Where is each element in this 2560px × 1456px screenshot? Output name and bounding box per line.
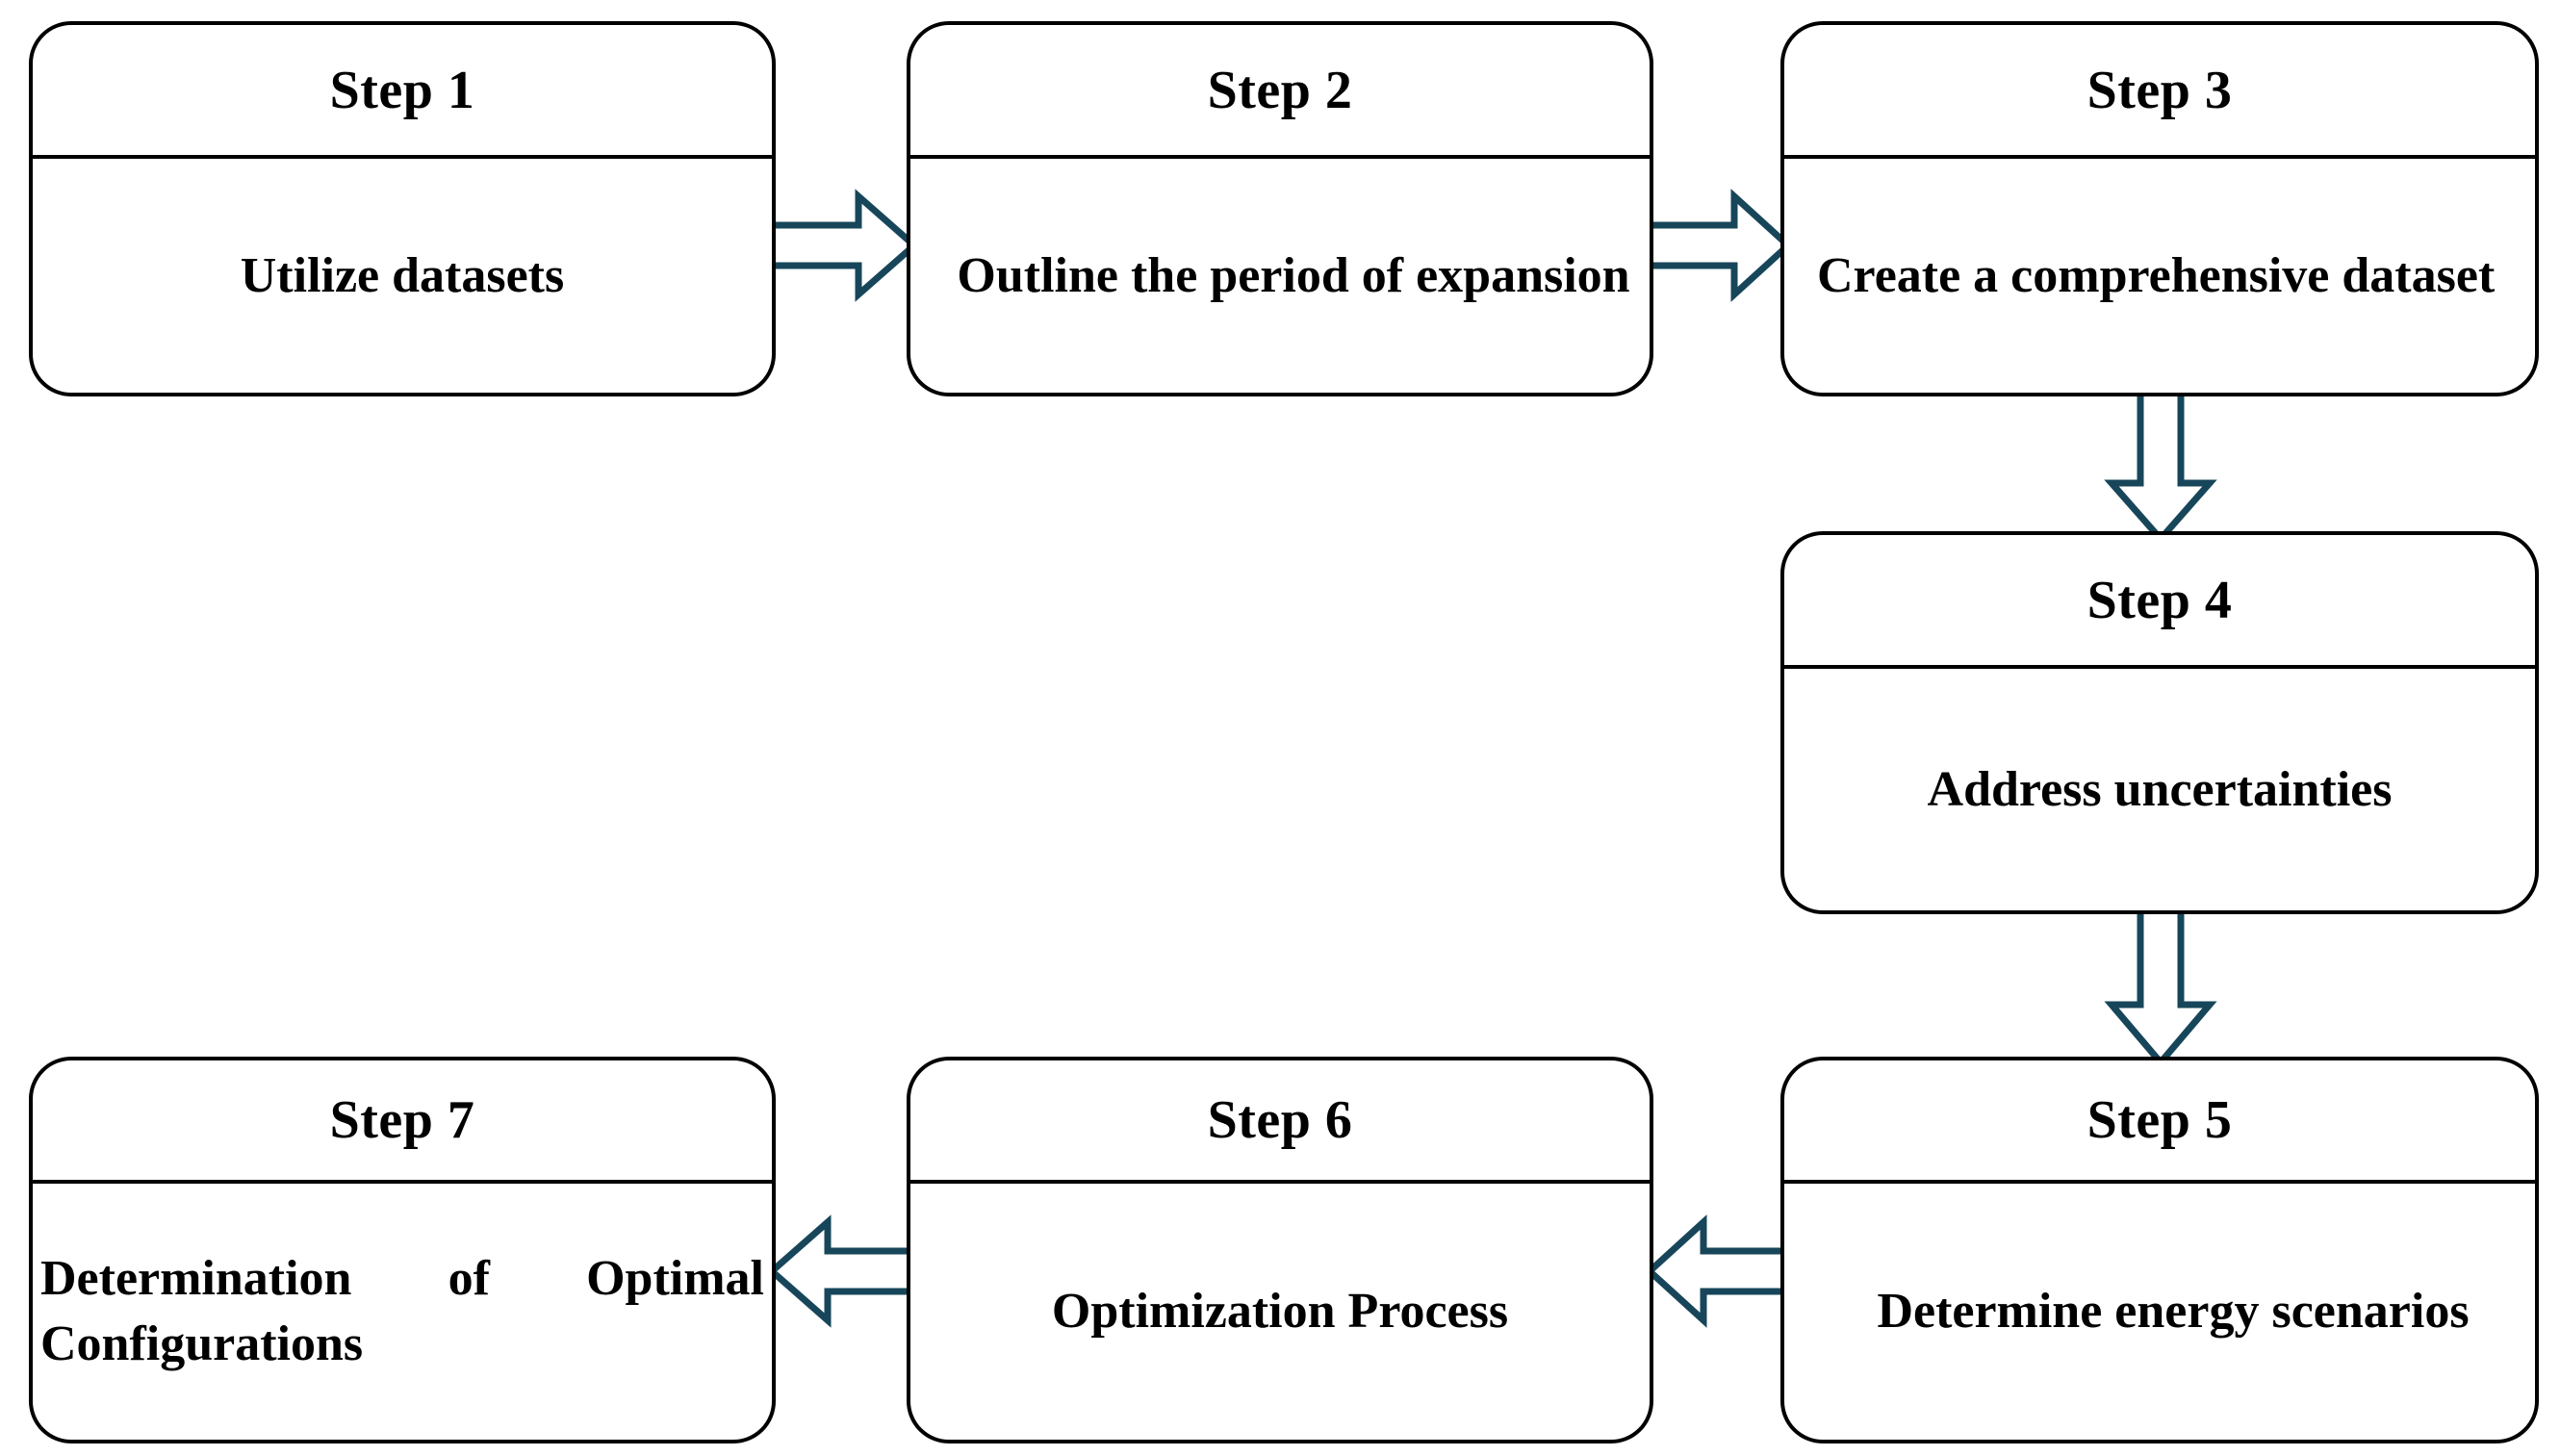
step1-title: Step 1 [329,60,475,120]
step6-body: Optimization Process [1051,1284,1509,1340]
step3-body: Create a comprehensive dataset [1817,247,2496,303]
step4-title: Step 4 [2086,570,2233,630]
step4-body-cell: Address uncertainties [1784,669,2535,910]
step-box-step6[interactable]: Step 6 Optimization Process [907,1057,1653,1443]
step5-body: Determine energy scenarios [1877,1284,2470,1340]
step7-body: Determination of Optimal Configurations [40,1251,764,1371]
step6-title-cell: Step 6 [910,1060,1650,1184]
step6-body-cell: Optimization Process [910,1184,1650,1440]
step7-body-cell: Determination of Optimal Configurations [33,1184,772,1440]
arrow-down-icon-step4-to-step5 [2104,908,2217,1064]
step-box-step1[interactable]: Step 1 Utilize datasets [29,21,776,396]
step3-title-cell: Step 3 [1784,25,2535,159]
step2-body: Outline the period of expansion [957,247,1630,303]
step5-body-cell: Determine energy scenarios [1784,1184,2535,1440]
arrow-left-icon-step5-to-step6 [1648,1214,1790,1328]
step2-title-cell: Step 2 [910,25,1650,159]
arrow-right-icon-step1-to-step2 [770,189,916,302]
arrow-left-icon-step6-to-step7 [770,1214,916,1328]
step7-title: Step 7 [329,1090,475,1150]
step7-title-cell: Step 7 [33,1060,772,1184]
arrow-right-icon-step2-to-step3 [1648,189,1790,302]
step2-body-cell: Outline the period of expansion [910,159,1650,393]
step2-title: Step 2 [1207,60,1353,120]
step4-body: Address uncertainties [1927,761,2393,817]
step1-title-cell: Step 1 [33,25,772,159]
step5-title-cell: Step 5 [1784,1060,2535,1184]
step4-title-cell: Step 4 [1784,535,2535,669]
step-box-step7[interactable]: Step 7 Determination of Optimal Configur… [29,1057,776,1443]
step3-body-cell: Create a comprehensive dataset [1784,159,2535,393]
step-box-step2[interactable]: Step 2 Outline the period of expansion [907,21,1653,396]
step-box-step3[interactable]: Step 3 Create a comprehensive dataset [1780,21,2539,396]
step-box-step5[interactable]: Step 5 Determine energy scenarios [1780,1057,2539,1443]
step1-body: Utilize datasets [240,247,565,303]
step5-title: Step 5 [2086,1090,2233,1150]
step1-body-cell: Utilize datasets [33,159,772,393]
arrow-down-icon-step3-to-step4 [2104,391,2217,541]
step3-title: Step 3 [2086,60,2233,120]
step6-title: Step 6 [1207,1090,1353,1150]
step-box-step4[interactable]: Step 4 Address uncertainties [1780,531,2539,914]
